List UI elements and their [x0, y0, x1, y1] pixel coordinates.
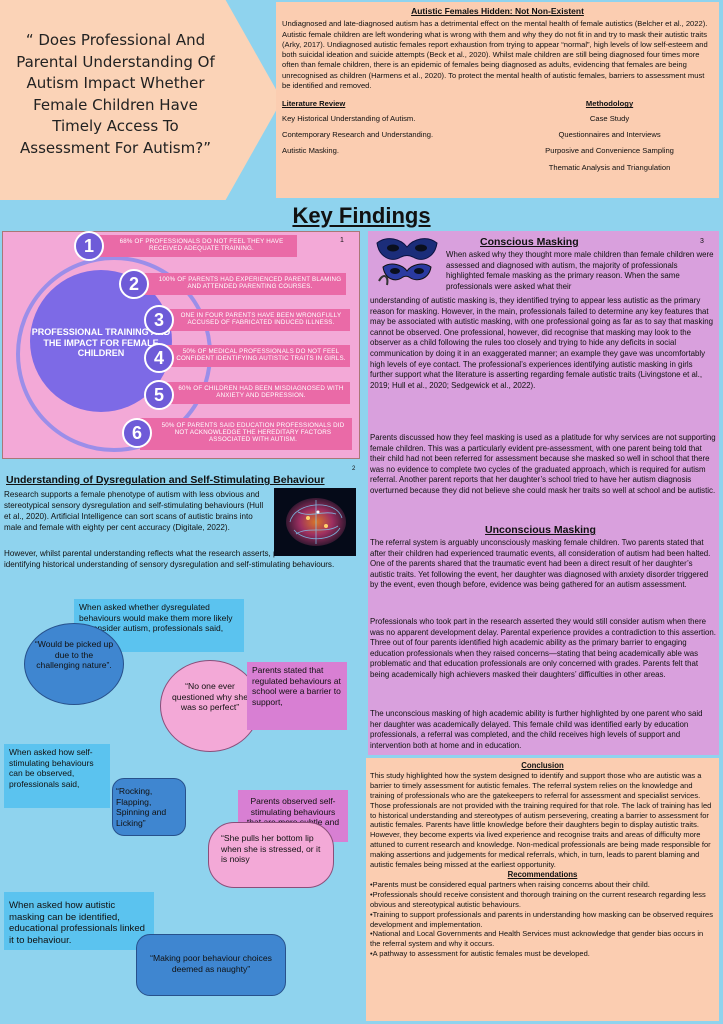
quote-bubble-5: “Making poor behaviour choices deemed as…	[136, 934, 286, 996]
quote-prompt-1: When asked whether dysregulated behaviou…	[74, 599, 244, 652]
title-banner	[0, 0, 282, 200]
stat-number-6: 6	[122, 418, 152, 448]
stat-number-1: 1	[74, 231, 104, 261]
literature-review: Literature Review Key Historical Underst…	[282, 99, 506, 178]
quote-bubble-1: “Would be picked up due to the challengi…	[24, 623, 124, 705]
stat-bar-6: 50% of parents said education profession…	[140, 418, 352, 450]
stat-number-2: 2	[119, 269, 149, 299]
recommendation-item: •A pathway to assessment for autistic fe…	[370, 949, 590, 959]
lit-review-item: Autistic Masking.	[282, 146, 339, 156]
overview-columns: Literature Review Key Historical Underst…	[282, 99, 713, 178]
stats-center-label: PROFESSIONAL TRAINING AND THE IMPACT FOR…	[31, 327, 171, 358]
lit-review-item: Contemporary Research and Understanding.	[282, 129, 434, 139]
footnote-marker: 2	[352, 466, 356, 472]
conclusion-panel: Conclusion This study highlighted how th…	[366, 758, 719, 1021]
methodology-item: Purposive and Convenience Sampling	[545, 146, 674, 156]
lit-review-item: Key Historical Understanding of Autism.	[282, 113, 416, 123]
conscious-masking-lead: When asked why they thought more male ch…	[446, 250, 714, 291]
brain-icon	[274, 488, 356, 556]
unconscious-masking-title: Unconscious Masking	[485, 524, 596, 536]
footnote-marker: 1	[340, 237, 344, 244]
stat-number-5: 5	[144, 380, 174, 410]
quote-bubble-3: “Rocking, Flapping, Spinning and Licking…	[112, 778, 186, 836]
unconscious-masking-text-2: Professionals who took part in the resea…	[370, 617, 716, 679]
quote-prompt-5: When asked how autistic masking can be i…	[4, 892, 154, 950]
recommendation-item: •Parents must be considered equal partne…	[370, 879, 650, 889]
key-findings-title: Key Findings	[292, 203, 431, 228]
unconscious-masking-text-3: The unconscious masking of high academic…	[370, 709, 703, 750]
recommendations-heading: Recommendations	[507, 869, 578, 879]
stat-bar-5: 60% of children had been misdiagnosed wi…	[158, 382, 350, 404]
research-question: “ Does Professional And Parental Underst…	[16, 31, 215, 157]
quote-bubble-2: “No one ever questioned why she was so p…	[160, 660, 260, 752]
stat-bar-1: 68% of professionals do not feel they ha…	[92, 235, 297, 257]
conscious-masking-parents: Parents discussed how they feel masking …	[370, 433, 716, 495]
quote-prompt-2: Parents stated that regulated behaviours…	[247, 662, 347, 730]
mask-icon	[376, 238, 438, 286]
intro-panel: Autistic Females Hidden: Not Non-Existen…	[276, 2, 719, 198]
methodology: Methodology Case Study Questionnaires an…	[506, 99, 713, 178]
stat-number-4: 4	[144, 343, 174, 373]
dysregulation-title: Understanding of Dysregulation and Self-…	[6, 474, 325, 486]
quote-bubble-4: “She pulls her bottom lip when she is st…	[208, 822, 334, 888]
methodology-item: Thematic Analysis and Triangulation	[548, 162, 671, 172]
recommendation-item: •Training to support professionals and p…	[370, 909, 713, 929]
recommendations-list: •Parents must be considered equal partne…	[370, 880, 715, 959]
brain-scan-image	[274, 488, 356, 556]
conscious-masking-text: understanding of autistic masking is, th…	[370, 296, 713, 390]
conclusion-heading: Conclusion	[521, 761, 564, 770]
intro-heading: Autistic Females Hidden: Not Non-Existen…	[411, 6, 584, 16]
intro-text: Undiagnosed and late-diagnosed autism ha…	[282, 19, 708, 91]
recommendation-item: •National and Local Governments and Heal…	[370, 929, 704, 949]
conscious-masking-title: Conscious Masking	[480, 236, 579, 248]
quote-prompt-3: When asked how self-stimulating behaviou…	[4, 744, 110, 808]
methodology-item: Questionnaires and Interviews	[558, 129, 661, 139]
methodology-item: Case Study	[589, 113, 630, 123]
recommendation-item: •Professionals should receive consistent…	[370, 889, 706, 909]
methodology-heading: Methodology	[585, 99, 634, 109]
dysregulation-text: Research supports a female phenotype of …	[4, 490, 264, 532]
unconscious-masking-text-1: The referral system is arguably unconsci…	[370, 538, 711, 590]
stat-bar-3: One in four parents have been wrongfully…	[158, 309, 350, 331]
masquerade-mask-image	[373, 233, 441, 291]
lit-review-heading: Literature Review	[282, 99, 346, 109]
conclusion-text: This study highlighted how the system de…	[370, 770, 712, 870]
footnote-marker: 3	[700, 238, 704, 245]
masking-panel	[368, 231, 719, 755]
stat-bar-2: 100% of parents had experienced parent b…	[140, 273, 346, 295]
stat-bar-4: 50% of medical professionals do not feel…	[158, 345, 350, 367]
dysregulation-text-2: However, whilst parental understanding r…	[4, 549, 349, 569]
stat-number-3: 3	[144, 305, 174, 335]
